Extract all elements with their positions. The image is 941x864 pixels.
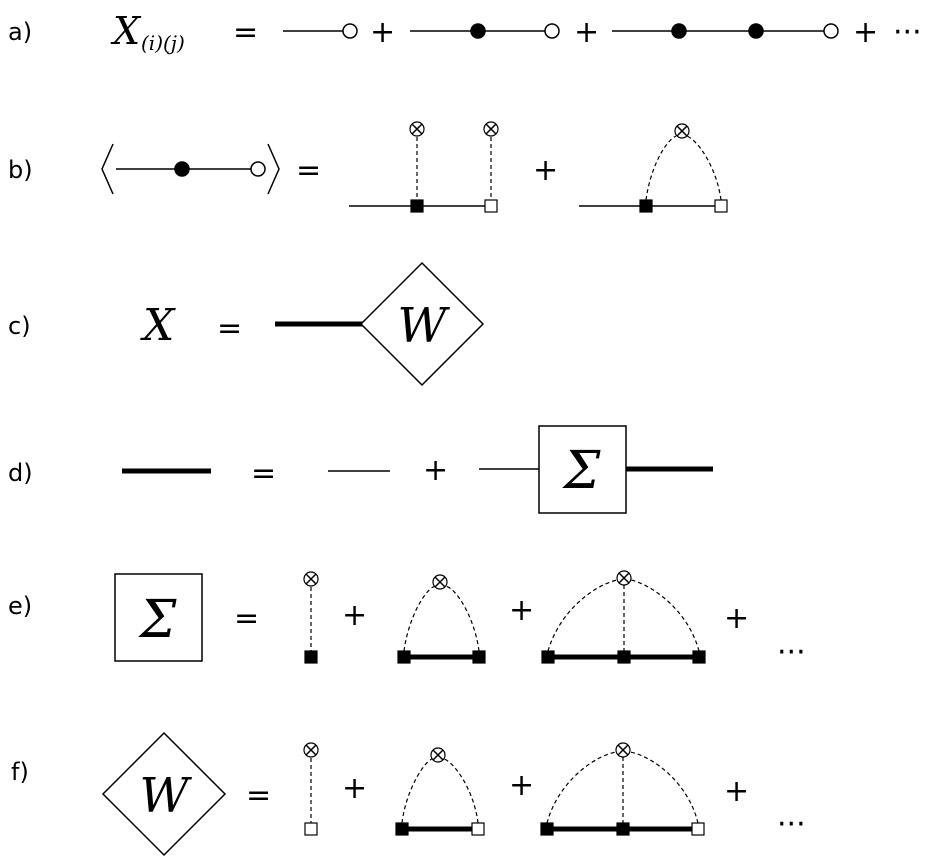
- self-energy-box: Σ: [114, 573, 203, 662]
- row-a-label: a): [8, 18, 32, 46]
- source-otimes-icon: [303, 742, 319, 758]
- filled-square-vertex: [397, 650, 411, 664]
- propagator-two-insertions: [612, 23, 839, 39]
- source-otimes-icon: [615, 742, 631, 758]
- angle-bracket-average: [101, 143, 280, 195]
- filled-vertex: [470, 23, 486, 39]
- plus-sign: +: [724, 774, 749, 809]
- propagator-bare: [283, 23, 358, 39]
- filled-square-vertex: [692, 650, 706, 664]
- plus-sign: +: [533, 153, 558, 188]
- filled-square-vertex: [616, 822, 630, 836]
- plus-sign: +: [574, 15, 599, 50]
- open-square-vertex: [714, 199, 728, 213]
- w-term-2: [395, 747, 485, 836]
- ellipsis: ···: [777, 635, 806, 670]
- filled-vertex: [671, 23, 687, 39]
- open-vertex: [342, 23, 358, 39]
- plus-sign: +: [853, 15, 878, 50]
- source-otimes-icon: [674, 123, 690, 139]
- source-otimes-icon: [432, 574, 448, 590]
- open-square-vertex: [471, 822, 485, 836]
- sigma-label: Σ: [562, 441, 601, 501]
- filled-square-vertex: [639, 199, 653, 213]
- row-b-label: b): [8, 156, 33, 184]
- plus-sign: +: [509, 768, 534, 803]
- plus-sign: +: [724, 601, 749, 636]
- row-e: e) Σ = + +: [8, 570, 806, 670]
- w-label: W: [397, 298, 450, 354]
- w-vertex: W: [359, 261, 485, 387]
- equals-sign: =: [246, 778, 271, 813]
- filled-square-vertex: [540, 822, 554, 836]
- ellipsis: ···: [777, 807, 806, 842]
- left-angle-bracket: [101, 143, 114, 195]
- right-angle-bracket: [267, 143, 280, 195]
- row-f: f) W = + +: [11, 731, 806, 857]
- open-square-vertex: [304, 822, 318, 836]
- filled-vertex: [748, 23, 764, 39]
- equals-sign: =: [217, 311, 242, 346]
- w-term-1: [303, 742, 319, 836]
- plus-sign: +: [423, 453, 448, 488]
- chi-symbol: X: [140, 300, 176, 351]
- plus-sign: +: [342, 598, 367, 633]
- equals-sign: =: [233, 15, 258, 50]
- sigma-label: Σ: [138, 590, 177, 650]
- diagram-shared-source: [579, 123, 728, 213]
- open-vertex: [250, 161, 266, 177]
- filled-square-vertex: [617, 650, 631, 664]
- ellipsis: ···: [893, 15, 922, 50]
- filled-vertex: [174, 161, 190, 177]
- row-d-label: d): [8, 459, 33, 487]
- row-c: c) X = W: [8, 261, 485, 387]
- self-energy-box: Σ: [538, 425, 627, 514]
- w-label: W: [139, 768, 192, 824]
- w-vertex: W: [101, 731, 227, 857]
- filled-square-vertex: [395, 822, 409, 836]
- chi-symbol: X: [110, 9, 142, 53]
- sigma-term-2: [397, 574, 486, 664]
- source-otimes-icon: [303, 571, 319, 587]
- filled-square-vertex: [410, 199, 424, 213]
- open-vertex: [823, 23, 839, 39]
- sigma-term-1: [303, 571, 319, 664]
- diagram-two-external-sources: [349, 121, 499, 213]
- w-term-3: [540, 742, 705, 836]
- row-d: d) = + Σ: [8, 425, 713, 514]
- open-square-vertex: [691, 822, 705, 836]
- plus-sign: +: [370, 15, 395, 50]
- source-otimes-icon: [430, 747, 446, 763]
- source-otimes-icon: [409, 121, 425, 137]
- source-otimes-icon: [616, 570, 632, 586]
- source-otimes-icon: [483, 121, 499, 137]
- plus-sign: +: [342, 771, 367, 806]
- row-b: b) = +: [8, 121, 728, 213]
- equals-sign: =: [251, 456, 276, 491]
- filled-square-vertex: [472, 650, 486, 664]
- row-c-label: c): [8, 312, 31, 340]
- propagator-one-insertion: [410, 23, 560, 39]
- equals-sign: =: [234, 601, 259, 636]
- equals-sign: =: [296, 153, 321, 188]
- open-vertex: [544, 23, 560, 39]
- sigma-term-3: [541, 570, 706, 664]
- row-f-label: f): [11, 758, 29, 786]
- plus-sign: +: [509, 593, 534, 628]
- filled-square-vertex: [304, 650, 318, 664]
- row-e-label: e): [8, 592, 32, 620]
- filled-square-vertex: [541, 650, 555, 664]
- chi-subscript: (i)(j): [141, 31, 185, 55]
- row-a: a) X (i)(j) = + + + ···: [8, 9, 922, 55]
- open-square-vertex: [484, 199, 498, 213]
